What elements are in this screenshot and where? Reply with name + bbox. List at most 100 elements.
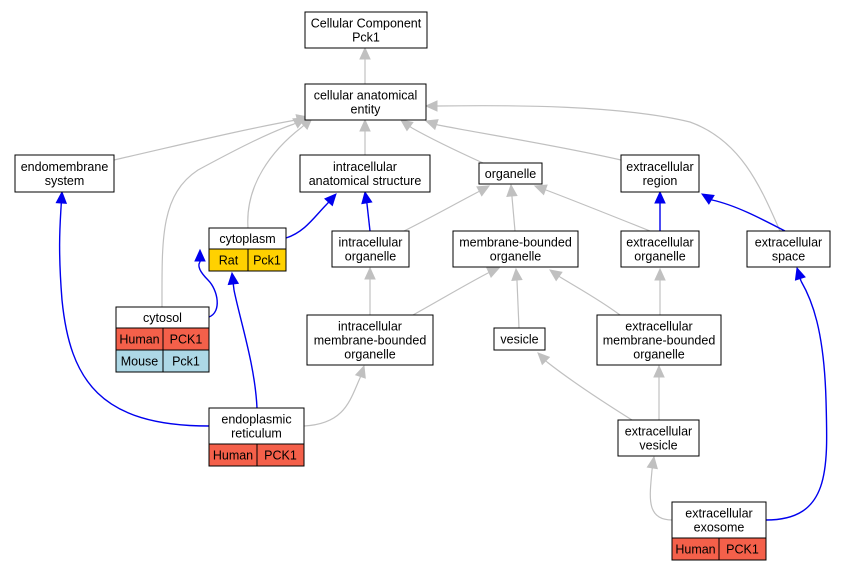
arrowhead <box>227 271 240 286</box>
edge-er-to-endomembrane <box>55 190 210 427</box>
gene-cell <box>162 349 210 373</box>
arrowhead <box>537 352 551 366</box>
node-label: cytoplasm <box>219 232 275 246</box>
edge-endomembrane-to-cae <box>113 114 310 161</box>
edge-line <box>546 361 633 421</box>
species-name: Human <box>675 543 715 557</box>
node-label: endomembrane <box>21 160 109 174</box>
species-name: Mouse <box>121 355 159 369</box>
edge-cytosol-to-cytoplasm <box>194 248 218 318</box>
edge-line <box>303 377 361 427</box>
edge-cytoplasm-to-ias <box>285 193 337 239</box>
edges-layer <box>55 46 828 521</box>
edge-line <box>366 203 371 232</box>
node-vesicle[interactable]: vesicle <box>493 327 546 351</box>
edge-ecvesicle-to-vesicle <box>537 352 633 421</box>
node-box <box>14 154 115 193</box>
edge-line <box>233 289 258 409</box>
edge-line <box>765 280 828 521</box>
node-box <box>331 230 410 268</box>
node-box <box>596 314 722 366</box>
node-box <box>671 501 767 539</box>
edge-line <box>113 119 297 161</box>
edge-line <box>285 203 328 239</box>
node-label: extracellular <box>755 236 822 250</box>
edge-ecorg-to-organelle <box>533 184 651 232</box>
gene-cell <box>718 537 767 561</box>
gene-cell <box>256 443 305 467</box>
node-label: membrane-bounded <box>314 334 427 348</box>
arrowhead <box>364 266 376 280</box>
node-label: organelle <box>485 167 536 181</box>
edge-line <box>516 280 520 329</box>
arrowhead <box>549 269 563 282</box>
node-label: vesicle <box>639 439 677 453</box>
node-box <box>746 230 831 268</box>
gene-symbol: PCK1 <box>170 333 203 347</box>
node-box <box>493 327 546 351</box>
edge-line <box>437 124 622 161</box>
arrowhead <box>700 193 715 205</box>
arrowhead <box>654 190 666 204</box>
node-box <box>299 154 431 193</box>
node-label: extracellular <box>685 507 752 521</box>
node-label: entity <box>351 103 382 117</box>
edge-line <box>403 191 479 232</box>
edge-er-to-imbo <box>303 364 366 427</box>
node-label: extracellular <box>625 425 692 439</box>
node-label: membrane-bounded <box>459 236 572 250</box>
edge-cae-to-root <box>359 46 371 84</box>
node-label: intracellular <box>338 320 402 334</box>
edge-line <box>511 196 516 232</box>
node-label: organelle <box>344 348 395 362</box>
node-label: extracellular <box>626 236 693 250</box>
node-box <box>478 162 543 185</box>
edge-exosome-to-ecvesicle <box>646 455 673 521</box>
arrowhead <box>486 267 501 279</box>
arrowhead <box>55 190 68 204</box>
node-label: cytosol <box>143 311 182 325</box>
edge-ecspace-to-cae <box>424 100 781 232</box>
edge-line <box>161 123 295 308</box>
edge-intraorg-to-organelle <box>403 185 491 232</box>
edge-organelle-to-cae <box>400 119 484 164</box>
edge-vesicle-to-mbo <box>511 267 523 329</box>
edge-connector <box>232 283 235 291</box>
arrowhead <box>476 185 491 197</box>
edge-ecvesicle-to-embo <box>653 364 665 420</box>
node-label: exosome <box>694 521 745 535</box>
edge-embo-to-mbo <box>549 269 621 316</box>
edge-imbo-to-mbo <box>412 267 501 316</box>
arrowhead <box>194 248 206 262</box>
edge-line <box>545 189 651 232</box>
species-name: Human <box>213 449 253 463</box>
node-label: intracellular <box>339 236 403 250</box>
gene-symbol: Pck1 <box>253 254 281 268</box>
node-organelle[interactable]: organelle <box>478 162 543 185</box>
node-label: region <box>643 174 678 188</box>
edge-line <box>198 261 218 318</box>
node-label: system <box>45 174 85 188</box>
edge-mbo-to-organelle <box>506 183 518 232</box>
edge-line <box>58 207 210 427</box>
arrowhead <box>359 46 371 60</box>
edge-line <box>559 276 621 316</box>
edge-cytosol-to-cae <box>161 117 307 308</box>
